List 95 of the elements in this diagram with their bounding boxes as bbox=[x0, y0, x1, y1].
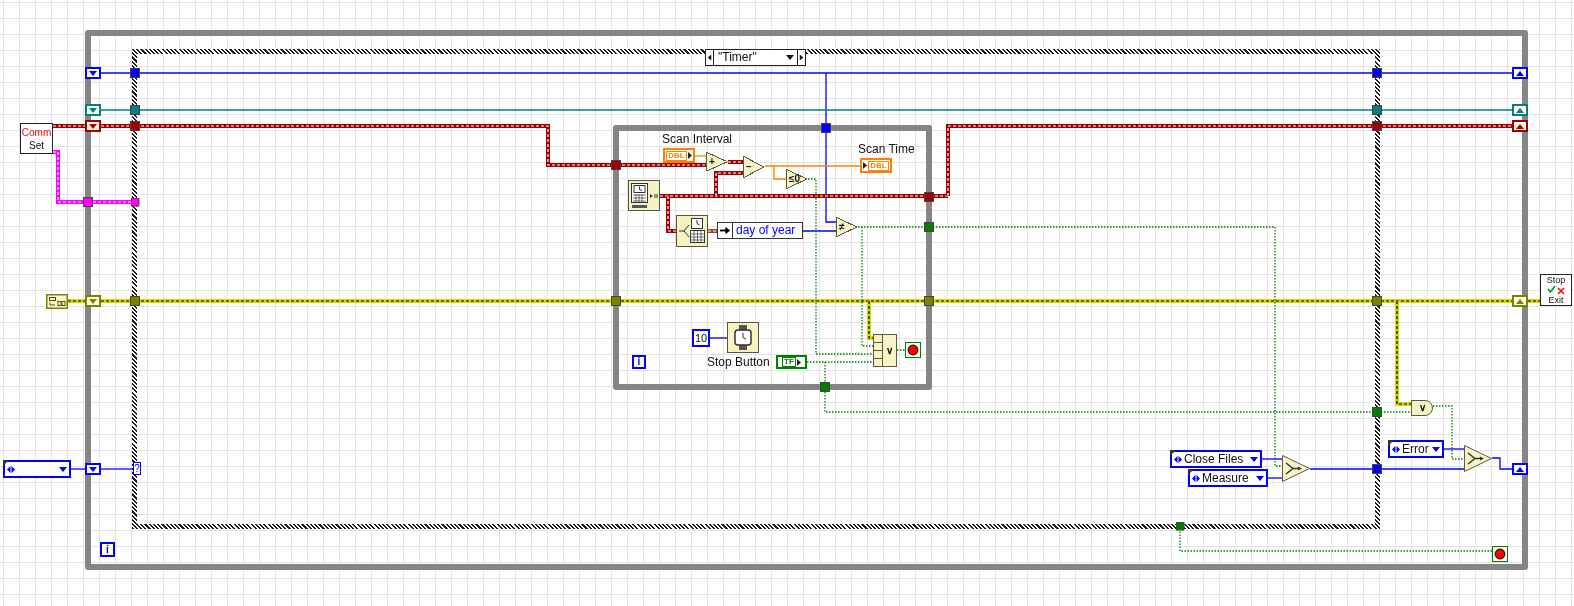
constant-label: Exit bbox=[1548, 295, 1564, 305]
watch-icon bbox=[727, 322, 759, 353]
shift-register bbox=[1512, 120, 1528, 132]
or-function: ∨ bbox=[1411, 400, 1433, 416]
cluster-wire bbox=[727, 160, 744, 164]
constant-label: Set bbox=[29, 139, 44, 151]
cluster-wire bbox=[1395, 300, 1412, 406]
wire bbox=[764, 165, 861, 167]
shift-register bbox=[85, 120, 101, 132]
dotted-wire bbox=[1432, 405, 1465, 460]
while-loop-frame bbox=[613, 125, 932, 390]
cluster-wire bbox=[52, 150, 140, 207]
date-time-function-icon bbox=[628, 180, 660, 211]
wire bbox=[100, 72, 1513, 74]
cluster-wire bbox=[1527, 299, 1541, 303]
stop-sign-icon bbox=[1492, 546, 1508, 562]
dotted-wire bbox=[807, 178, 874, 355]
shift-register bbox=[85, 104, 101, 116]
data-type-label: DBL bbox=[868, 160, 889, 171]
case-label: "Timer" bbox=[717, 50, 758, 65]
numeric-constant: 10 bbox=[692, 329, 710, 347]
cluster-wire bbox=[100, 299, 1513, 303]
dotted-wire bbox=[824, 361, 1412, 413]
shift-register bbox=[85, 67, 101, 79]
enum-constant bbox=[1188, 469, 1268, 487]
cluster-wire bbox=[946, 124, 1513, 197]
cluster-wire bbox=[659, 194, 949, 198]
enum-value: Error bbox=[1402, 443, 1429, 455]
wire bbox=[100, 109, 1513, 111]
numeric-indicator bbox=[860, 158, 892, 173]
operator-symbol: ∨ bbox=[885, 343, 894, 358]
constant-label: Stop bbox=[1546, 275, 1566, 285]
wire bbox=[1261, 458, 1283, 460]
while-loop-frame bbox=[85, 30, 1528, 570]
dotted-wire bbox=[806, 361, 874, 363]
wire bbox=[1267, 477, 1283, 479]
wire bbox=[1309, 468, 1465, 470]
node-label: Scan Interval bbox=[662, 132, 733, 146]
operator-symbol: − bbox=[746, 160, 752, 174]
wire bbox=[709, 337, 728, 339]
enum-value: Close Files bbox=[1184, 453, 1244, 465]
dotted-wire bbox=[1175, 521, 1493, 552]
shift-register bbox=[85, 463, 101, 475]
case-selector-terminal: ? bbox=[133, 462, 141, 475]
element-name: day of year bbox=[735, 223, 797, 238]
cluster-wire bbox=[52, 124, 86, 128]
dotted-wire bbox=[896, 349, 906, 351]
cluster-wire bbox=[707, 229, 718, 233]
enum-value: Measure bbox=[1202, 472, 1249, 484]
shift-register bbox=[85, 295, 101, 307]
wire bbox=[825, 72, 837, 223]
wire bbox=[802, 230, 837, 232]
data-type-label: DBL bbox=[666, 150, 687, 161]
wire bbox=[694, 155, 707, 157]
cluster-constant-icon bbox=[46, 294, 68, 309]
cluster-wire bbox=[666, 195, 677, 233]
select-function-icon bbox=[1464, 445, 1492, 472]
dotted-wire bbox=[1274, 226, 1283, 467]
shift-register bbox=[1512, 67, 1528, 79]
iteration-terminal: i bbox=[100, 542, 115, 557]
case-structure-frame bbox=[132, 49, 1380, 529]
cluster-wire bbox=[67, 299, 86, 303]
constant-label: Comm bbox=[21, 126, 52, 138]
compound-or-function bbox=[873, 334, 897, 367]
operator-symbol: + bbox=[709, 154, 715, 169]
wire bbox=[773, 165, 787, 180]
dotted-wire bbox=[857, 226, 1276, 228]
cluster-wire bbox=[100, 124, 707, 167]
wire bbox=[100, 468, 134, 470]
data-type-label: TF bbox=[782, 357, 796, 367]
operator-symbol: ≠ bbox=[839, 220, 845, 234]
iteration-terminal: i bbox=[632, 355, 646, 369]
wire bbox=[1491, 457, 1513, 470]
ring-constant bbox=[1540, 274, 1572, 306]
enum-constant bbox=[3, 460, 71, 478]
shift-register bbox=[1512, 295, 1528, 307]
operator-symbol: ≤0 bbox=[789, 172, 801, 186]
date-conversion-icon bbox=[676, 215, 708, 247]
stop-sign-icon bbox=[905, 342, 921, 358]
enum-constant bbox=[1170, 450, 1262, 468]
node-label: Stop Button bbox=[707, 355, 770, 369]
shift-register bbox=[1512, 104, 1528, 116]
cluster-wire bbox=[714, 171, 744, 197]
dotted-wire bbox=[861, 226, 874, 347]
cluster-wire bbox=[867, 300, 874, 340]
enum-constant bbox=[1388, 440, 1444, 458]
unbundle-by-name bbox=[717, 222, 803, 239]
wire bbox=[1443, 448, 1465, 450]
numeric-control bbox=[663, 148, 695, 163]
wire bbox=[70, 468, 86, 470]
cluster-constant bbox=[20, 123, 53, 154]
node-label: Scan Time bbox=[858, 142, 915, 156]
shift-register bbox=[1512, 463, 1528, 475]
boolean-control bbox=[776, 355, 807, 369]
select-function-icon bbox=[1282, 455, 1310, 482]
